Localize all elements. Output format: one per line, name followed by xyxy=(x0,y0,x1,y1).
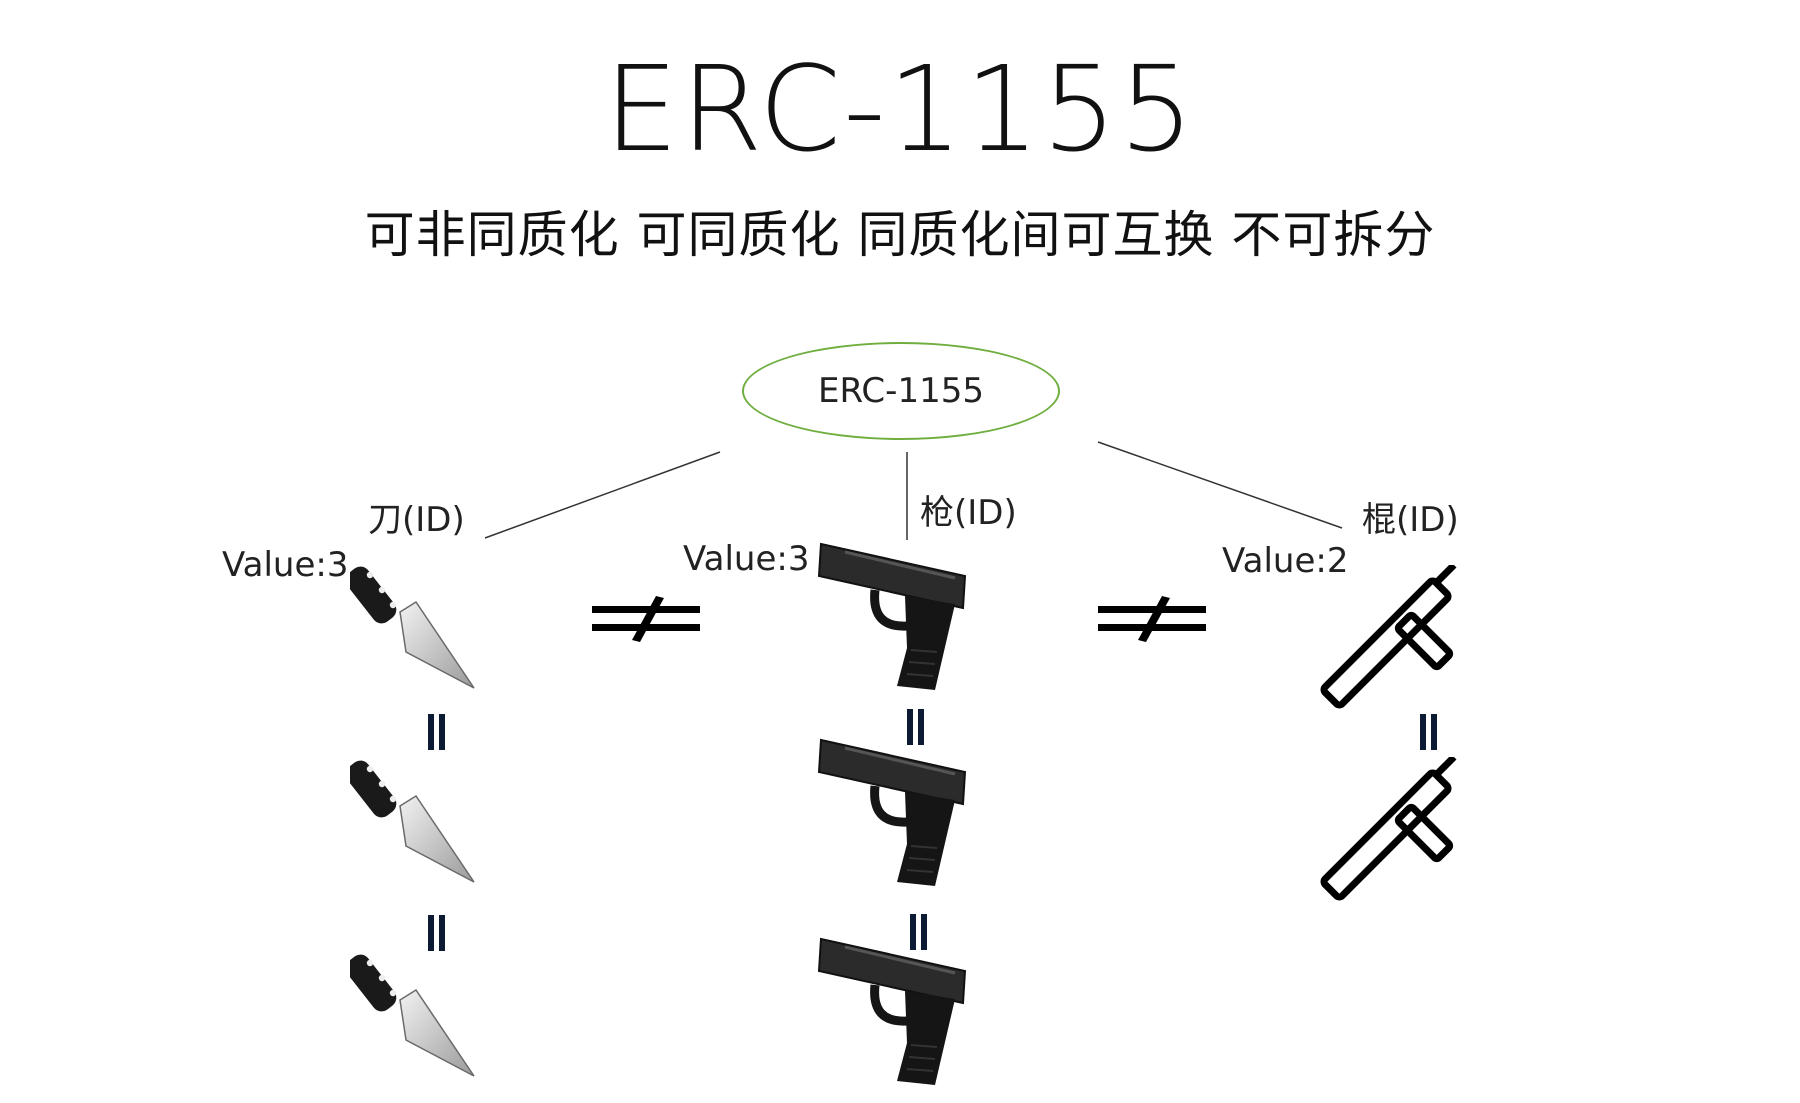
equal-mark-pistol-2 xyxy=(910,914,927,950)
not-equal-mark-1 xyxy=(592,596,700,642)
page-title: ERC-1155 xyxy=(604,40,1196,178)
root-node-ellipse: ERC-1155 xyxy=(742,342,1060,440)
baton-icon xyxy=(1320,565,1457,709)
equal-mark-knife-2 xyxy=(428,915,445,951)
equal-mark-knife-1 xyxy=(428,714,445,750)
value-label-baton: Value:2 xyxy=(1222,541,1349,581)
baton-icon xyxy=(1320,757,1457,901)
equal-mark-pistol-1 xyxy=(907,709,924,745)
pistol-icon xyxy=(817,542,967,690)
connector-baton xyxy=(1097,441,1343,529)
token-label-baton: 棍(ID) xyxy=(1362,500,1459,540)
value-label-pistol: Value:3 xyxy=(683,539,810,579)
value-label-knife: Value:3 xyxy=(222,545,349,585)
equal-mark-baton-1 xyxy=(1420,714,1437,750)
pistol-icon xyxy=(817,937,967,1085)
token-label-knife: 刀(ID) xyxy=(368,500,465,540)
not-equal-mark-2 xyxy=(1098,596,1206,642)
connector-knife xyxy=(484,451,721,539)
knife-icon xyxy=(350,760,475,883)
knife-icon xyxy=(350,954,475,1077)
page-subtitle: 可非同质化 可同质化 同质化间可互换 不可拆分 xyxy=(364,206,1436,264)
root-node-label: ERC-1155 xyxy=(818,371,984,411)
knife-icon xyxy=(350,566,475,689)
pistol-icon xyxy=(817,738,967,886)
token-label-pistol: 枪(ID) xyxy=(920,493,1017,533)
